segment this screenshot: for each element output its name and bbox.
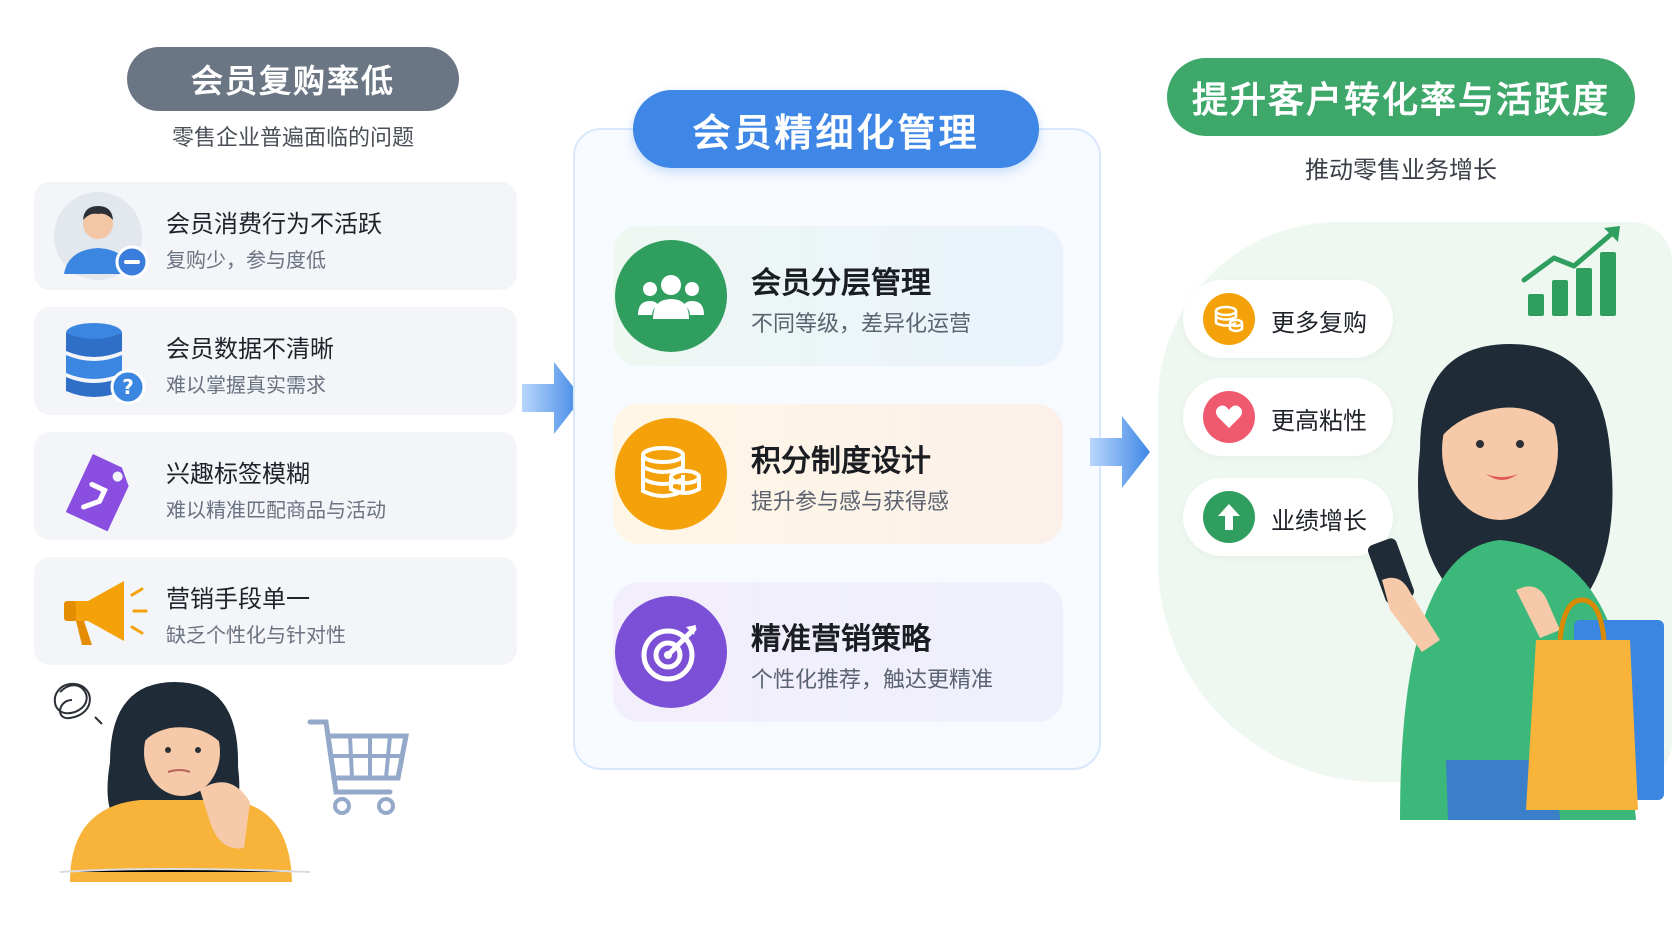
problem-subtitle: 零售企业普遍面临的问题 — [171, 126, 414, 151]
result-growth: 业绩增长 — [1183, 478, 1393, 556]
strategy-card-precision: 精准营销策略 个性化推荐，触达更精准 — [613, 582, 1063, 722]
problem-desc: 难以掌握真实需求 — [166, 373, 326, 397]
outcome-subtitle: 推动零售业务增长 — [1305, 156, 1497, 184]
problem-card-marketing: 营销手段单一 缺乏个性化与针对性 — [34, 557, 517, 665]
svg-text:?: ? — [122, 375, 134, 399]
problem-card-tags: 兴趣标签模糊 难以精准匹配商品与活动 — [34, 432, 517, 540]
strategy-card-tiering: 会员分层管理 不同等级，差异化运营 — [613, 226, 1063, 366]
outcome-heading: 提升客户转化率与活跃度 — [1167, 58, 1635, 136]
problem-heading: 会员复购率低 — [127, 47, 459, 111]
strategy-card-points: 积分制度设计 提升参与感与获得感 — [613, 404, 1063, 544]
problem-title: 营销手段单一 — [166, 585, 310, 613]
problem-desc: 复购少，参与度低 — [166, 248, 326, 272]
result-label: 更多复购 — [1271, 309, 1367, 337]
problem-title: 兴趣标签模糊 — [166, 460, 310, 488]
problem-desc: 缺乏个性化与针对性 — [166, 623, 346, 647]
problem-desc: 难以精准匹配商品与活动 — [166, 498, 386, 522]
users-group-icon — [615, 240, 727, 352]
happy-shopper-illustration — [1367, 344, 1664, 820]
growth-chart-icon — [1521, 226, 1620, 316]
strategy-title: 精准营销策略 — [751, 622, 931, 657]
database-question-icon: ? — [66, 323, 146, 405]
problem-card-inactive: 会员消费行为不活跃 复购少，参与度低 — [34, 182, 517, 290]
inactive-user-icon — [54, 192, 149, 280]
coins-icon — [1203, 293, 1255, 345]
shopping-cart-icon — [307, 719, 410, 815]
tag-icon — [65, 453, 129, 532]
result-stickiness: 更高粘性 — [1183, 378, 1393, 456]
coins-icon — [615, 418, 727, 530]
problem-title: 会员消费行为不活跃 — [166, 210, 382, 238]
result-label: 业绩增长 — [1271, 507, 1367, 535]
target-icon — [615, 596, 727, 708]
scribble-icon — [53, 682, 103, 725]
result-repurchase: 更多复购 — [1183, 280, 1393, 358]
problem-card-data: ? 会员数据不清晰 难以掌握真实需求 — [34, 307, 517, 415]
problem-title: 会员数据不清晰 — [166, 335, 334, 363]
flow-arrow-right-icon — [1090, 416, 1150, 488]
flow-arrow-right-icon — [522, 362, 582, 434]
frustrated-shopper-illustration — [53, 682, 410, 882]
arrow-up-icon — [1203, 491, 1255, 543]
strategy-desc: 提升参与感与获得感 — [751, 490, 950, 515]
heart-icon — [1203, 391, 1255, 443]
strategy-title: 积分制度设计 — [751, 444, 931, 479]
strategy-desc: 个性化推荐，触达更精准 — [751, 668, 994, 693]
result-label: 更高粘性 — [1271, 407, 1367, 435]
strategy-title: 会员分层管理 — [751, 266, 931, 301]
strategy-heading: 会员精细化管理 — [633, 90, 1039, 168]
strategy-desc: 不同等级，差异化运营 — [751, 312, 972, 337]
megaphone-icon — [64, 581, 148, 645]
